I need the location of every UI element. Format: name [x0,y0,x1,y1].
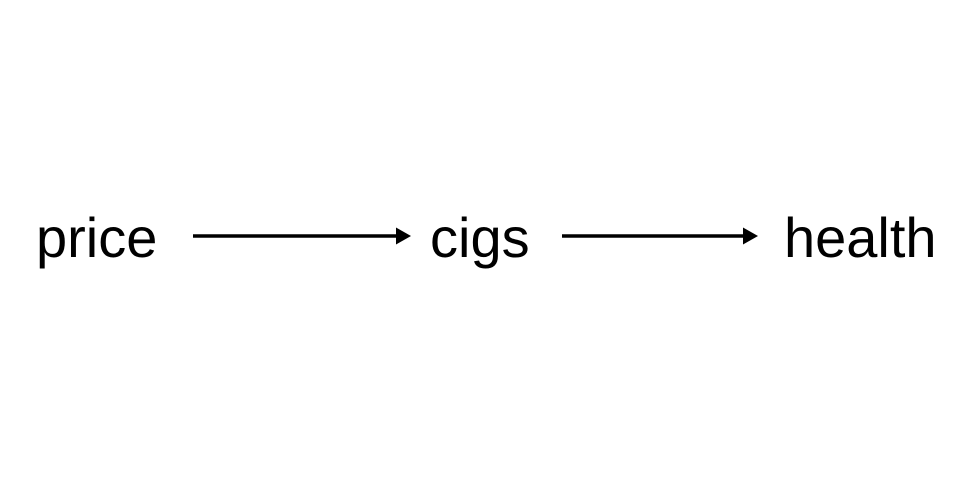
node-cigs-label: cigs [430,206,530,269]
node-health-label: health [784,206,937,269]
node-price-label: price [36,206,157,269]
node-cigs: cigs [430,206,530,269]
edge-cigs-to-health [562,227,758,245]
node-health: health [784,206,937,269]
edge-price-to-cigs [193,227,411,245]
edge-price-to-cigs-arrowhead [396,227,411,245]
node-price: price [36,206,157,269]
edge-cigs-to-health-arrowhead [743,227,758,245]
